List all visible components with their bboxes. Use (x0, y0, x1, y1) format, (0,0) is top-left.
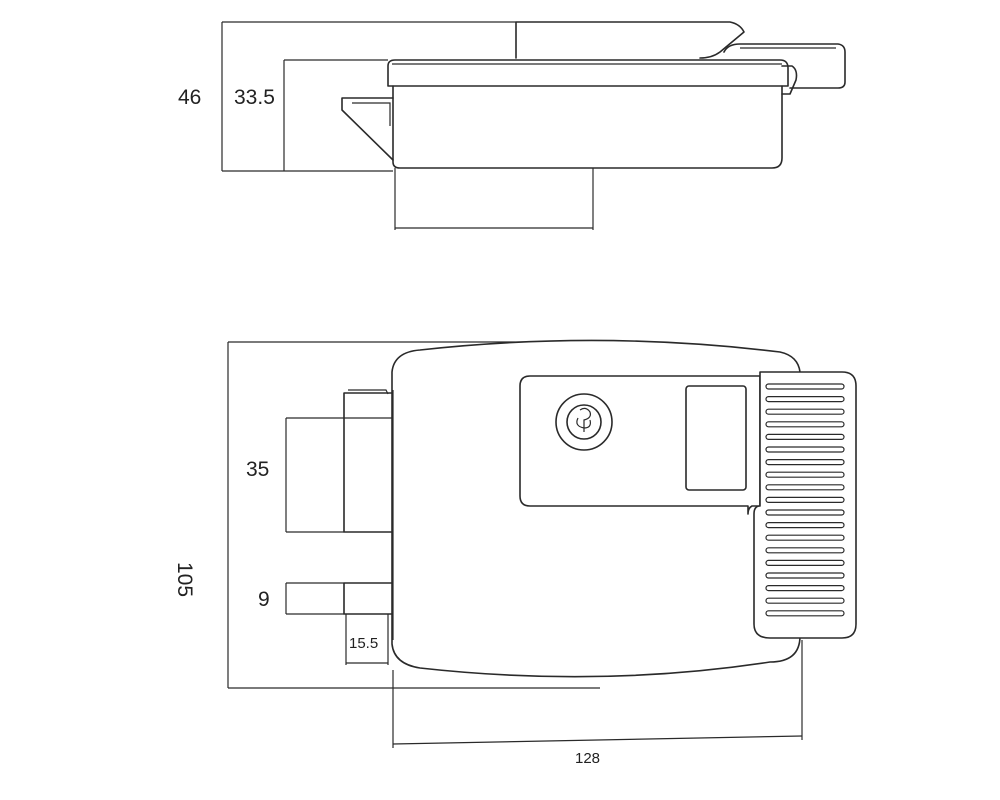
side-top-plate (515, 21, 745, 59)
handle-rib (765, 597, 845, 604)
dim-bolt-offset-label: 15.5 (349, 635, 378, 652)
handle-rib (765, 496, 845, 503)
side-latch-bolt-edge (352, 102, 391, 126)
side-case (392, 85, 783, 169)
front-latch (343, 582, 394, 615)
handle-rib (765, 521, 845, 529)
handle-rib (765, 471, 845, 478)
side-clip (781, 65, 798, 95)
handle-rib (765, 572, 845, 579)
side-latch-bolt (341, 97, 394, 161)
dim-width-label: 128 (575, 750, 600, 767)
handle-rib (765, 509, 845, 516)
handle-rib (765, 396, 845, 403)
handle-rib (765, 559, 845, 567)
dim-body-height-label: 33.5 (234, 86, 275, 109)
keyhole-cylinder-icon[interactable] (555, 393, 613, 451)
dim-total-height-label: 46 (178, 86, 201, 109)
side-handle (723, 43, 846, 89)
handle-ribs (765, 383, 845, 617)
dim-total-height-front-label: 105 (173, 562, 196, 597)
handle-rib (765, 446, 845, 453)
handle-rib (765, 383, 845, 390)
handle-rib (765, 547, 845, 554)
handle-rib (765, 408, 845, 415)
handle-rib (765, 534, 845, 541)
handle-rib (765, 433, 845, 440)
ribbed-handle-icon[interactable] (753, 371, 857, 639)
handle-rib (765, 459, 845, 466)
handle-rib (765, 421, 845, 428)
handle-rib (765, 484, 845, 491)
indicator-window (685, 385, 747, 491)
front-view: 35 9 15.5 105 128 (173, 339, 857, 767)
front-cover-plate (519, 375, 761, 515)
side-view: 46 33.5 (178, 21, 846, 230)
dim-bolt-height-label: 35 (246, 458, 269, 481)
front-bolt (343, 392, 394, 533)
handle-rib (765, 610, 845, 617)
dim-latch-height-label: 9 (258, 588, 270, 611)
handle-rib (765, 584, 845, 592)
